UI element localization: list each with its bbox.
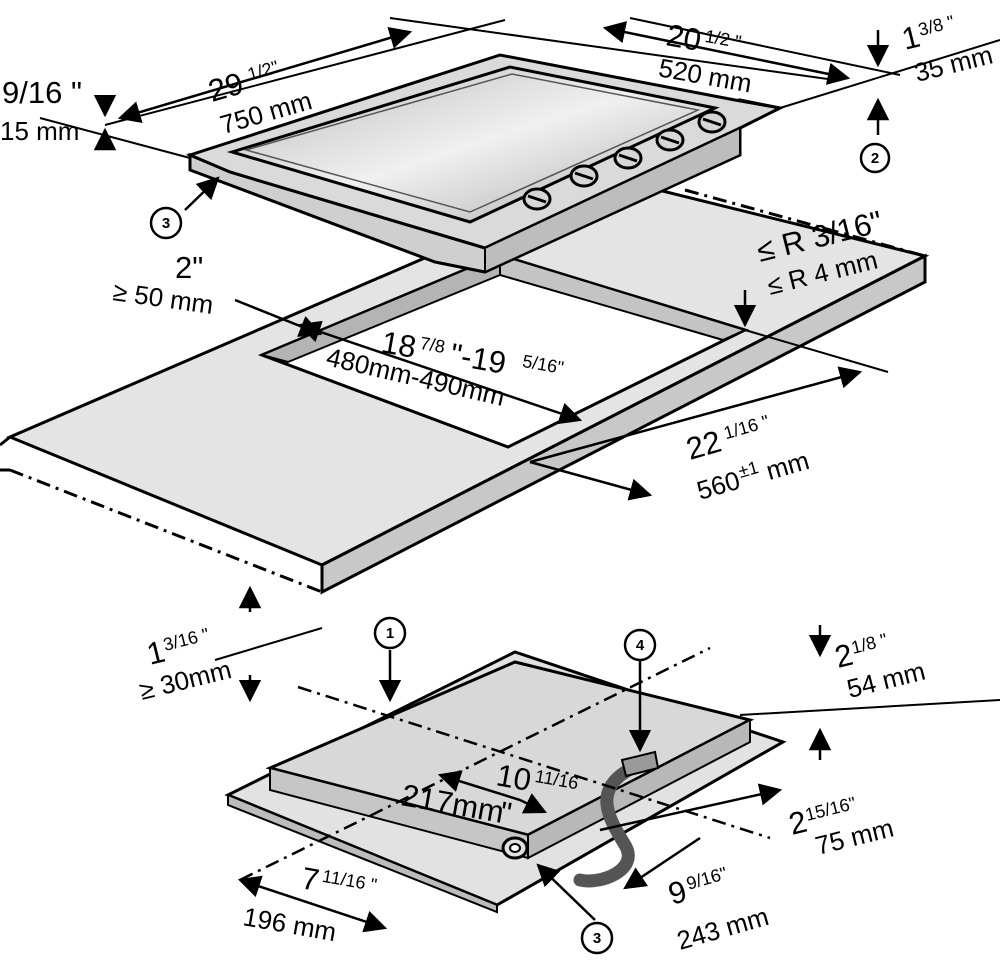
hob-depth-in-frac: 1/2 ": [703, 26, 742, 52]
callout-3-top: 3: [149, 206, 183, 240]
rim-thickness-mm: 15 mm: [0, 116, 79, 146]
svg-text:4: 4: [636, 637, 645, 654]
body-height-in-frac: 1/8 ": [849, 630, 889, 658]
cutout-right-wall: [499, 253, 748, 342]
hob-width-in: 29: [204, 66, 247, 109]
min-gap-in: 2": [175, 250, 203, 285]
cutout-depth-in: 22: [682, 424, 725, 467]
conn-offset-in: 10: [494, 757, 534, 797]
svg-text:3: 3: [593, 930, 601, 947]
cutout-depth-tol: ±1: [736, 457, 761, 482]
worktop-front-edge: [320, 253, 927, 595]
cutout-depth-unit: mm: [763, 445, 813, 486]
rim-thickness-in: 9/16 ": [2, 75, 82, 110]
callout-4: 4: [623, 628, 657, 662]
svg-text:1: 1: [386, 625, 394, 642]
cutout-depth-mm: 560: [693, 465, 743, 506]
callout-1: 1: [373, 616, 407, 650]
knob-icon: [613, 146, 643, 170]
left-offset-in-frac: 11/16 ": [321, 866, 379, 895]
hob-underside: [224, 646, 787, 914]
callout-2: 2: [859, 142, 891, 174]
svg-text:2: 2: [871, 150, 879, 167]
worktop-cut-line-back: [684, 188, 926, 258]
cutout-depth-in-frac: 1/16 ": [721, 411, 771, 443]
knob-icon: [697, 110, 727, 134]
hob-top: [185, 53, 785, 274]
left-offset-in: 7: [299, 860, 322, 897]
hob-depth-in: 20: [664, 17, 704, 57]
hob-glass: [226, 65, 720, 224]
frame-height-mm: 35 mm: [911, 40, 995, 88]
worktop-cut-line-left: [9, 468, 323, 594]
knob-icon: [522, 187, 552, 211]
callouts: 2 3 1 4 3: [149, 142, 891, 955]
knob-icon: [569, 164, 599, 188]
knob-icon: [655, 128, 685, 152]
callout-3-bottom: 3: [580, 921, 614, 955]
body-height-mm: 54 mm: [844, 656, 928, 704]
dimension-lines: [39, 17, 1000, 933]
power-cable: [573, 761, 639, 888]
cutout-width-frac1: 7/8: [418, 333, 446, 357]
bottom-depth-in-frac: 9/16": [684, 863, 729, 894]
terminal-box: [620, 750, 660, 778]
control-knobs: [522, 110, 727, 211]
worktop-min-in-frac: 3/16 ": [161, 624, 211, 655]
frame-height-in-frac: 3/8 ": [916, 12, 956, 40]
gas-connector-icon: [501, 836, 529, 860]
svg-text:3: 3: [162, 215, 170, 232]
side-offset-in-frac: 15/16": [803, 793, 858, 825]
bottom-depth-mm: 243 mm: [673, 901, 772, 956]
cutout-width-in: 18: [379, 324, 419, 364]
